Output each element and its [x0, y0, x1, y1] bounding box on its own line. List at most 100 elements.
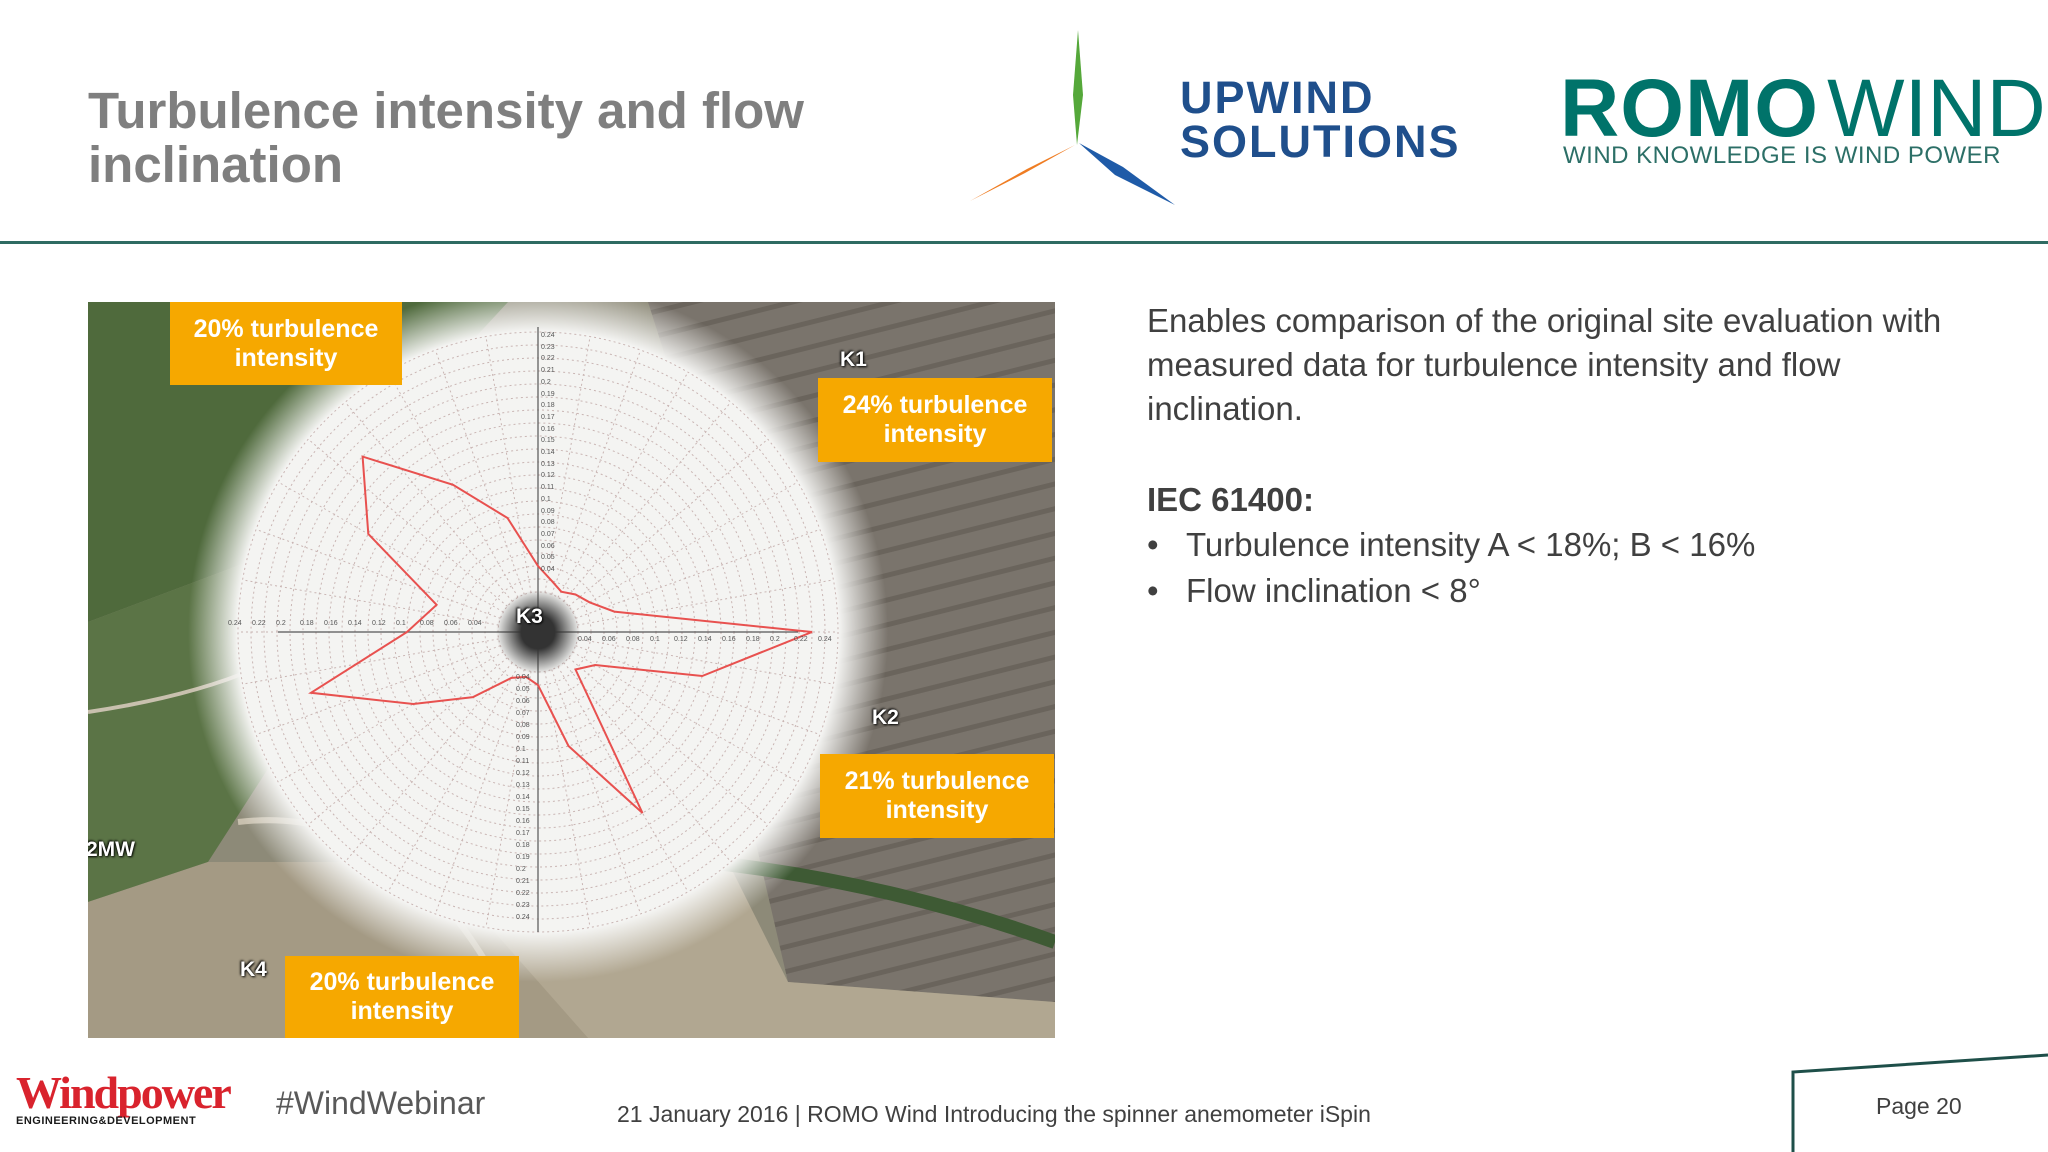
- rose-spoke: [307, 657, 508, 826]
- rose-spoke: [344, 401, 513, 602]
- upwind-solutions-logo: UPWIND SOLUTIONS: [1180, 72, 1461, 167]
- footer-hashtag: #WindWebinar: [276, 1085, 486, 1121]
- rose-spoke: [575, 645, 821, 736]
- rose-tick-top: 0.05: [541, 554, 555, 562]
- rose-tick-right: 0.06: [602, 636, 616, 643]
- page-number: Page 20: [1876, 1093, 1962, 1119]
- rose-spoke: [557, 666, 689, 893]
- blade-orange: [970, 145, 1075, 201]
- windpower-logo: Windpower ENGINEERING&DEVELOPMENT: [16, 1070, 232, 1128]
- rose-spoke: [434, 669, 525, 915]
- rose-spoke: [577, 579, 834, 626]
- rose-tick-bottom: 0.15: [516, 806, 530, 813]
- rose-tick-top: 0.06: [541, 542, 555, 550]
- rose-tick-bottom: 0.18: [516, 842, 530, 849]
- bullet-dot: •: [1147, 572, 1159, 609]
- callout-k2: 21% turbulence intensity: [820, 754, 1054, 838]
- rose-tick-right: 0.1: [650, 636, 660, 643]
- slide-title: Turbulence intensity and flow inclinatio…: [88, 82, 804, 193]
- rose-spoke: [551, 349, 642, 595]
- rose-tick-top: 0.1: [541, 495, 551, 503]
- callout-topleft: 20% turbulence intensity: [170, 302, 402, 385]
- footer-note: 21 January 2016 | ROMO Wind Introducing …: [617, 1101, 1371, 1127]
- callout-k4: 20% turbulence intensity: [285, 956, 519, 1038]
- rose-tick-left: 0.06: [444, 620, 458, 627]
- rose-spoke: [575, 528, 821, 619]
- rose-tick-top: 0.09: [541, 507, 555, 515]
- callout-k1: 24% turbulence intensity: [818, 378, 1052, 462]
- rose-spoke: [577, 638, 834, 685]
- rose-tick-right: 0.22: [794, 636, 808, 643]
- rose-tick-left: 0.14: [348, 620, 362, 627]
- turbine-label-k3: K3: [516, 605, 543, 628]
- rose-tick-top: 0.24: [541, 332, 555, 339]
- rose-tick-bottom: 0.06: [516, 698, 530, 705]
- rose-tick-left: 0.18: [300, 620, 314, 627]
- turbulence-series: [308, 455, 813, 814]
- rose-spoke: [387, 666, 519, 893]
- rose-tick-top: 0.21: [541, 367, 555, 375]
- rose-tick-left: 0.2: [276, 620, 286, 627]
- romo-wind-logo: ROMOWIND: [1560, 68, 2046, 150]
- rose-tick-top: 0.19: [541, 390, 555, 398]
- rose-tick-right: 0.04: [578, 636, 592, 643]
- rose-tick-left: 0.08: [420, 620, 434, 627]
- bullet-dot: •: [1147, 526, 1159, 563]
- rose-tick-top: 0.12: [541, 472, 555, 480]
- standard-heading: IEC 61400:: [1147, 481, 1314, 518]
- rose-tick-top: 0.17: [541, 413, 555, 421]
- rose-tick-top: 0.11: [541, 484, 555, 492]
- romo-tagline: WIND KNOWLEDGE IS WIND POWER: [1563, 142, 2002, 169]
- rose-tick-left: 0.12: [372, 620, 386, 627]
- rose-spoke: [242, 579, 499, 626]
- rose-tick-right: 0.14: [698, 636, 712, 643]
- rose-tick-left: 0.04: [468, 620, 482, 627]
- rose-tick-bottom: 0.2: [516, 866, 526, 873]
- rose-spoke: [568, 438, 769, 607]
- rose-tick-left: 0.24: [228, 620, 242, 627]
- rose-tick-bottom: 0.04: [516, 674, 530, 681]
- rose-spoke: [568, 657, 769, 826]
- upwind-line2: SOLUTIONS: [1180, 116, 1461, 167]
- page-number-frame: [1791, 1053, 2048, 1152]
- rose-spoke: [485, 336, 532, 593]
- upwind-line1: UPWIND: [1180, 72, 1375, 123]
- rose-tick-left: 0.1: [396, 620, 406, 627]
- bullet-text: Flow inclination < 8°: [1186, 572, 1481, 609]
- rose-tick-left: 0.16: [324, 620, 338, 627]
- rose-tick-top: 0.16: [541, 425, 555, 433]
- rose-spoke: [277, 481, 504, 613]
- rose-spoke: [572, 481, 799, 613]
- rose-tick-right: 0.16: [722, 636, 736, 643]
- rose-spoke: [242, 638, 499, 685]
- rose-tick-bottom: 0.08: [516, 722, 530, 729]
- rose-tick-bottom: 0.14: [516, 794, 530, 801]
- rose-tick-top: 0.15: [541, 437, 555, 445]
- rose-tick-top: 0.13: [541, 460, 555, 468]
- rose-spoke: [434, 349, 525, 595]
- rose-tick-bottom: 0.09: [516, 734, 530, 741]
- rose-tick-bottom: 0.13: [516, 782, 530, 789]
- turbine-label-k1: K1: [840, 348, 867, 371]
- bullet-list: •Turbulence intensity A < 18%; B < 16% •…: [1147, 522, 1755, 614]
- rose-tick-bottom: 0.1: [516, 746, 526, 753]
- rose-spoke: [563, 401, 732, 602]
- rose-spoke: [544, 671, 591, 928]
- rose-tick-bottom: 0.12: [516, 770, 530, 777]
- blade-blue: [1079, 143, 1175, 205]
- rose-spoke: [255, 645, 501, 736]
- rose-tick-bottom: 0.21: [516, 878, 530, 885]
- intro-paragraph: Enables comparison of the original site …: [1147, 302, 1942, 427]
- windpower-sub: ENGINEERING&DEVELOPMENT: [16, 1115, 197, 1127]
- rose-tick-bottom: 0.19: [516, 854, 530, 861]
- turbine-label-2mw: 2MW: [88, 838, 135, 861]
- rose-tick-bottom: 0.17: [516, 830, 530, 837]
- rose-tick-bottom: 0.11: [516, 758, 530, 765]
- rose-tick-bottom: 0.05: [516, 686, 530, 693]
- rose-tick-top: 0.04: [541, 566, 555, 573]
- rose-spoke: [572, 651, 799, 783]
- bullet-item: •Turbulence intensity A < 18%; B < 16%: [1147, 522, 1755, 568]
- rose-spoke: [485, 671, 532, 928]
- rose-tick-right: 0.18: [746, 636, 760, 643]
- rose-tick-right: 0.12: [674, 636, 688, 643]
